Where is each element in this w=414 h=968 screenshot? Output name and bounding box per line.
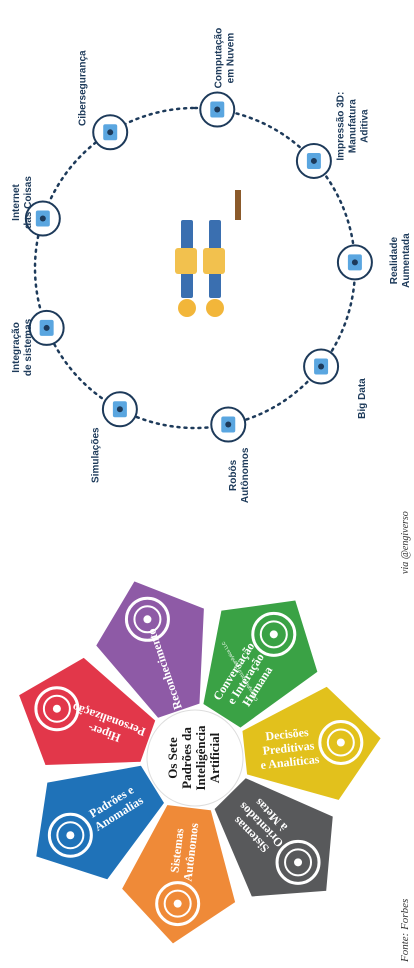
segment-label: DecisõesPreditivase Analíticas [257,724,320,772]
industry-node: Cibersegurança [78,50,129,151]
industry-node: Big Data [303,348,368,419]
chat-icon [251,611,297,657]
segment-shape [240,684,384,803]
wheel-segment: Reconhecimento [93,578,206,721]
industry-node-label-line: Simulações [90,427,101,483]
industry-node: Impressão 3D:ManufaturaAditiva [295,92,371,179]
workers-illustration [175,190,241,317]
car-icon [155,881,201,927]
wheel-title-line: Artificial [207,732,222,783]
industry-node-label: Computaçãoem Nuvem [214,28,237,89]
target-icon [34,686,80,732]
industry-node-label-line: Manufatura [348,99,359,153]
industry-node-label: RealidadeAumentada [389,233,412,288]
industry-node-label: Big Data [357,378,368,419]
wheel-segment: SistemasAutônomos [119,802,238,946]
segment-label-line: Decisões [265,725,310,744]
industry-node-label: RobôsAutônomos [228,447,251,503]
wheel-segment: SistemasOrientadosà Metas [212,775,335,899]
vr-glasses-icon [336,244,373,281]
industry-node: Internetdas Coisas [11,176,61,237]
segment-label-line: Autônomos [180,822,201,882]
segment-shape [16,655,158,768]
industry-node-label-line: Big Data [357,378,368,419]
industry-node-label-line: Cibersegurança [78,50,89,126]
image-icon [124,596,170,642]
industry-node-label-line: Aditiva [360,109,371,143]
segment-label-line: Preditivas [262,738,315,757]
network-icon [24,200,61,237]
wheel-title-line: Os Sete [165,737,180,779]
industry-node: Simulações [90,391,138,483]
segment-shape [93,578,206,721]
industry-node-label-line: Autônomos [240,447,251,503]
via-credit: via @engiverso [400,511,411,574]
wheel-center [146,709,244,807]
ai-patterns-wheel: Padrões eAnomaliasHiper-PersonalizaçãoRe… [16,578,384,946]
gear-screen-icon [101,391,138,428]
printer-3d-icon [295,142,332,179]
industry-node-label: Cibersegurança [78,50,89,126]
robot-icon [318,719,364,765]
segment-label: SistemasAutônomos [167,820,202,882]
industry-node: Computaçãoem Nuvem [199,28,237,128]
robot-arm-icon [210,406,247,443]
industry-node: Integraçãode sistemas [11,309,65,376]
wheel-title-line: Inteligência [193,725,208,790]
segment-label-line: Sistemas [167,827,186,873]
wheel-segment: Conversaçãoe InteraçãoHumana [201,598,320,730]
industry-node-label: Integraçãode sistemas [11,318,34,376]
segment-shape [119,802,238,946]
wheel-title-line: Padrões da [179,727,194,789]
server-icon [303,348,340,385]
industry-node-label: Simulações [90,427,101,483]
industry-node-label-line: Realidade [389,237,400,285]
cloud-icon [199,91,236,128]
maze-icon [275,839,321,885]
segment-label-line: e Analíticas [260,752,320,772]
source-credit: Fonte: Forbes [399,899,411,963]
industry-node-label-line: Integração [11,322,22,373]
industry-ring: RobôsAutônomos Simulações Integraçãode sis… [11,28,412,503]
industry-node-label-line: em Nuvem [226,33,237,84]
magnifier-icon [47,812,93,858]
industry-node-label: Impressão 3D:ManufaturaAditiva [336,92,371,161]
industry-node-label-line: de sistemas [23,318,34,376]
industry-node: RealidadeAumentada [336,233,412,288]
industry-node-label-line: das Coisas [23,176,34,229]
industry-node-label-line: Computação [214,28,225,89]
wheel-title: Os SetePadrões daInteligênciaArtificial [165,725,222,790]
industry-node-label: Internetdas Coisas [11,176,34,229]
integration-icon [28,309,65,346]
industry-node-label-line: Robôs [228,459,239,491]
industry-node-label-line: Internet [11,183,22,220]
wheel-segment: Padrões eAnomalias [34,763,167,882]
wheel-segment: Hiper-Personalização [16,655,158,768]
wheel-segment: DecisõesPreditivase Analíticas [240,684,384,803]
industry-node-label-line: Impressão 3D: [336,92,347,161]
industry-node: RobôsAutônomos [210,406,251,503]
shield-icon [92,114,129,151]
industry-node-label-line: Aumentada [401,233,412,288]
